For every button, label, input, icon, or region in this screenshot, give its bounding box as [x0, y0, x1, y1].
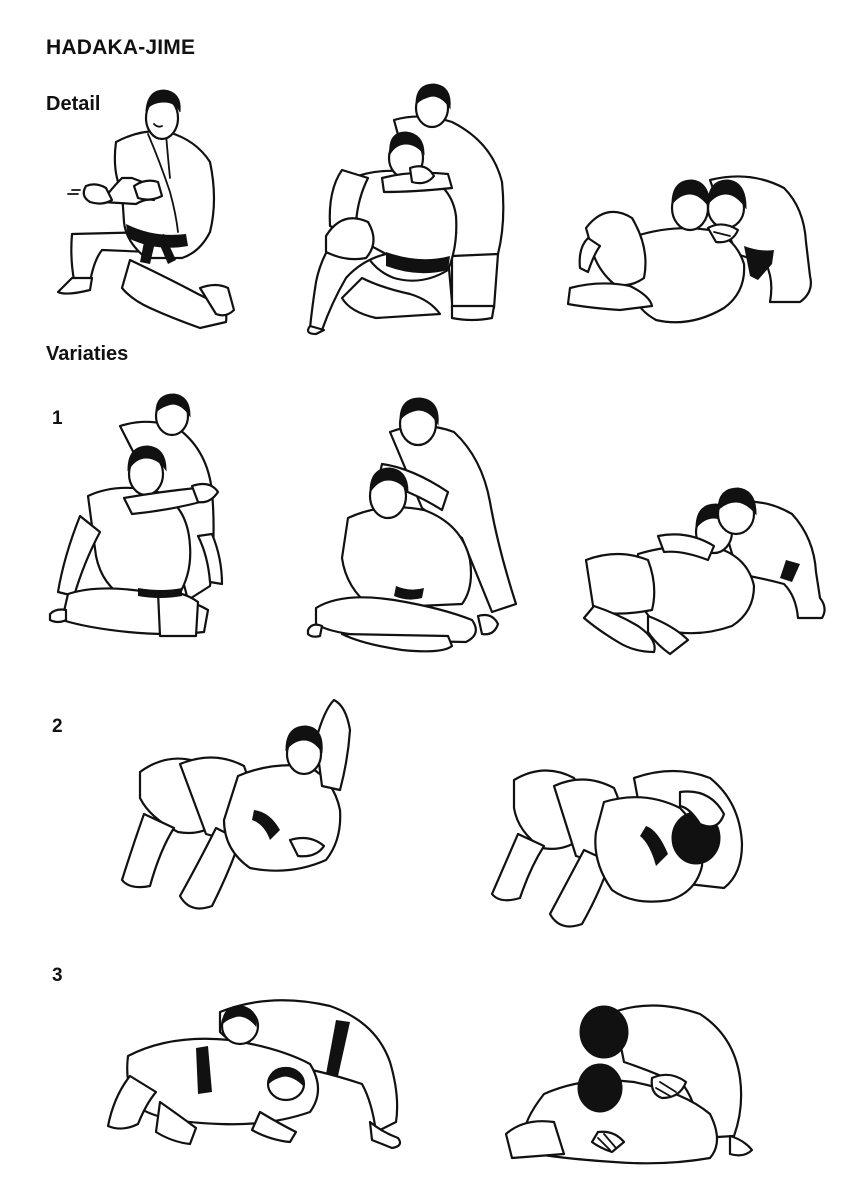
detail-heading: Detail	[46, 93, 101, 115]
variation-number-2: 2	[52, 716, 63, 737]
illustration-variation-3-step-1	[100, 992, 420, 1152]
illustration-detail-2	[302, 82, 512, 340]
illustration-variation-1-step-3	[578, 486, 840, 658]
variaties-heading: Variaties	[46, 343, 129, 365]
illustration-variation-1-step-2	[302, 397, 534, 660]
variation-number-1: 1	[52, 408, 63, 429]
illustration-variation-2-step-2	[484, 762, 754, 934]
illustration-detail-1	[50, 82, 240, 340]
variation-number-3: 3	[52, 965, 63, 986]
illustration-variation-2-step-1	[120, 698, 370, 922]
illustration-variation-1-step-1	[48, 393, 238, 646]
page-title: HADAKA-JIME	[46, 36, 196, 59]
illustration-variation-3-step-2	[504, 1002, 756, 1172]
illustration-detail-3	[560, 168, 820, 332]
